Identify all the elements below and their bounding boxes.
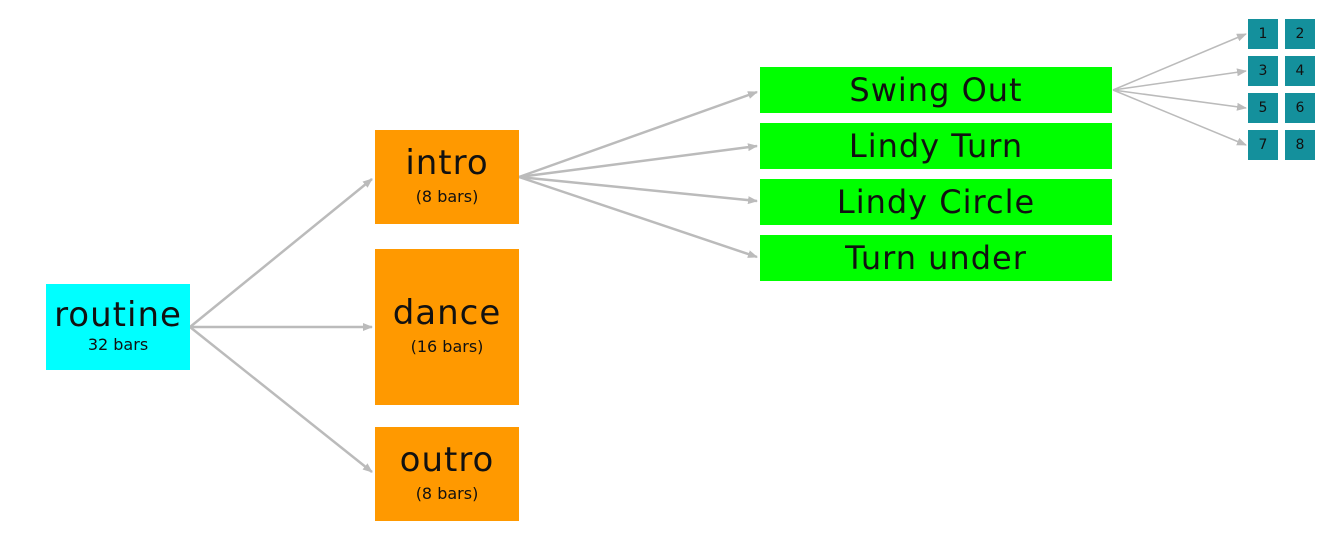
count-cell-8: 8	[1285, 130, 1315, 160]
section-subtitle: (16 bars)	[410, 337, 484, 357]
section-node-intro: intro (8 bars)	[375, 130, 519, 224]
arrow-swing-out-count-1	[1112, 33, 1247, 91]
count-cell-5: 5	[1248, 93, 1278, 123]
routine-node: routine 32 bars	[46, 284, 190, 370]
count-cell-7: 7	[1248, 130, 1278, 160]
arrow-routine-intro	[189, 178, 373, 328]
section-node-dance: dance (16 bars)	[375, 249, 519, 405]
move-node-lindy-turn: Lindy Turn	[760, 123, 1112, 169]
arrow-swing-out-count-3	[1112, 68, 1247, 91]
routine-title: routine	[54, 294, 182, 335]
arrow-intro-lindy-circle	[518, 175, 758, 205]
arrow-swing-out-count-5	[1112, 89, 1247, 111]
section-title: dance	[392, 292, 502, 333]
arrow-routine-outro	[189, 326, 373, 473]
count-cell-6: 6	[1285, 93, 1315, 123]
section-title: intro	[405, 142, 489, 183]
count-cell-2: 2	[1285, 19, 1315, 49]
arrow-intro-swing-out	[518, 90, 758, 179]
section-subtitle: (8 bars)	[415, 484, 479, 504]
arrow-intro-lindy-turn	[518, 143, 758, 179]
section-subtitle: (8 bars)	[415, 187, 479, 207]
section-title: outro	[399, 439, 495, 480]
arrow-swing-out-count-7	[1112, 89, 1247, 146]
move-node-turn-under: Turn under	[760, 235, 1112, 281]
move-node-lindy-circle: Lindy Circle	[760, 179, 1112, 225]
count-cell-3: 3	[1248, 56, 1278, 86]
move-node-swing-out: Swing Out	[760, 67, 1112, 113]
count-cell-1: 1	[1248, 19, 1278, 49]
section-node-outro: outro (8 bars)	[375, 427, 519, 521]
routine-subtitle: 32 bars	[87, 335, 149, 355]
arrow-intro-turn-under	[518, 175, 758, 259]
count-cell-4: 4	[1285, 56, 1315, 86]
